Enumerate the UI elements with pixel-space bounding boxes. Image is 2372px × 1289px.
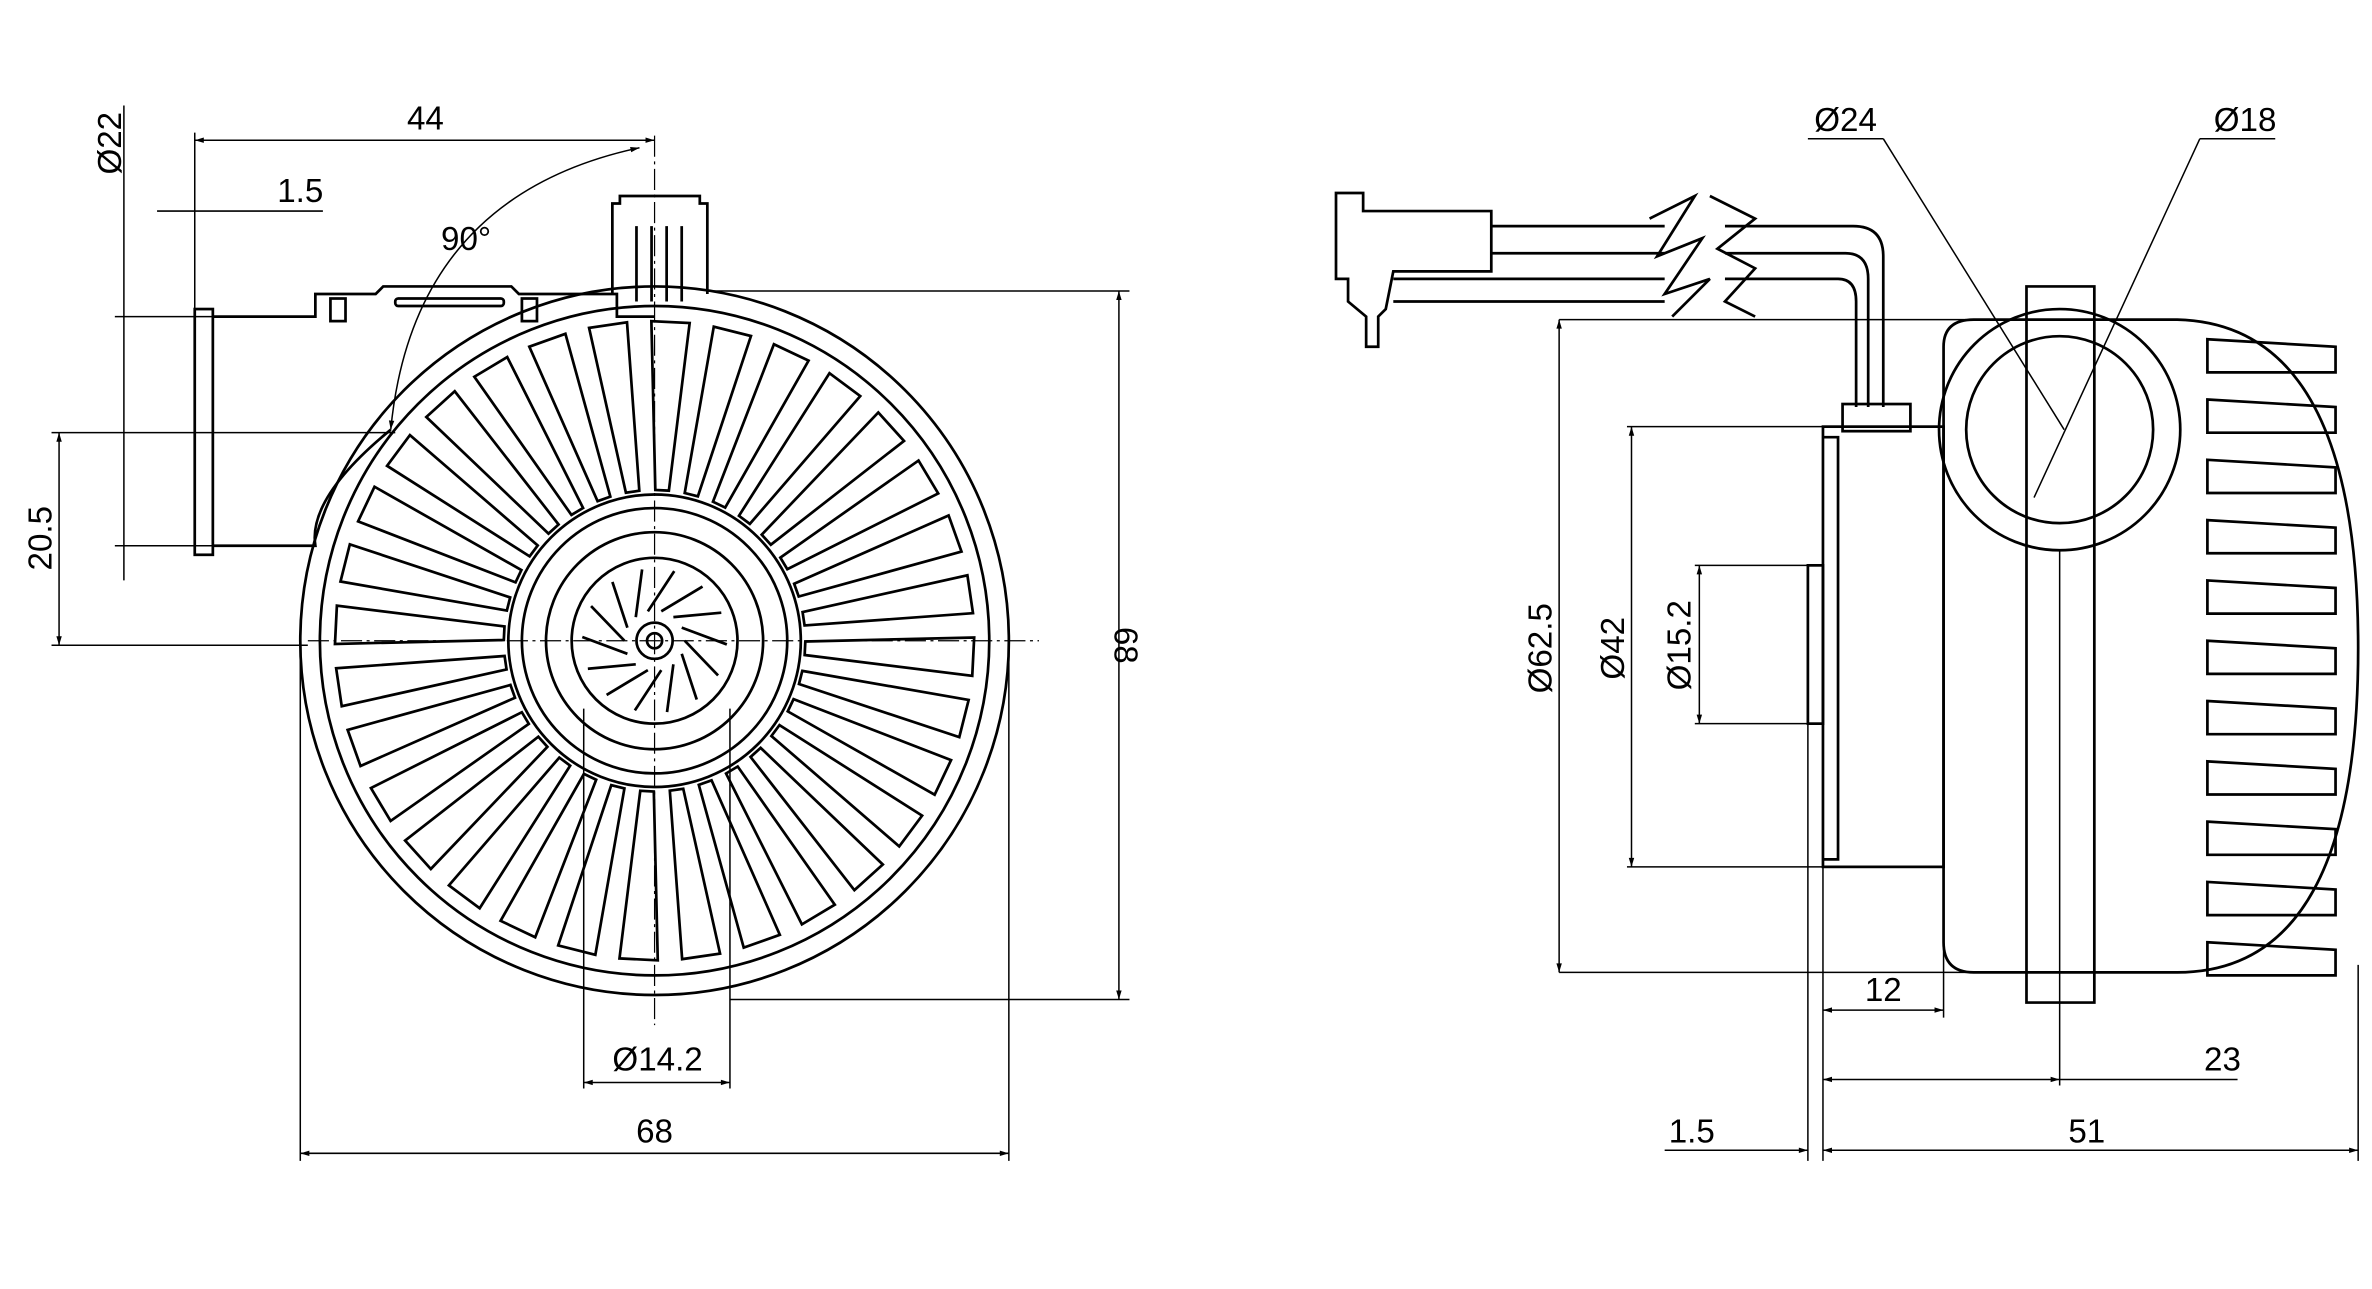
impeller-blade: [446, 755, 573, 911]
motor-body: [1821, 425, 1945, 869]
impeller-blade: [385, 433, 540, 559]
wires-left: [1393, 224, 1665, 303]
housing-fin: [2206, 458, 2337, 495]
inner-blade: [581, 635, 628, 656]
dim-label-68-v: 68: [1106, 627, 1143, 664]
dim-label-d18: Ø18: [2214, 102, 2277, 139]
impeller-blade: [527, 332, 612, 503]
connector-pins: [635, 226, 684, 302]
wire-grommet: [1841, 402, 1912, 433]
dim-label-1-5: 1.5: [277, 173, 323, 210]
impeller-blade: [668, 787, 722, 961]
dim-label-d62-5: Ø62.5: [1523, 603, 1560, 693]
inner-blade: [680, 653, 699, 700]
dim-label-d14-2: Ø14.2: [612, 1041, 702, 1078]
housing-fin: [2206, 940, 2337, 977]
leader-d18: [2033, 138, 2201, 498]
housing-fin: [2206, 639, 2337, 676]
angle-arc: [388, 146, 640, 430]
outlet-inner: [1964, 334, 2155, 525]
impeller-blade: [792, 513, 964, 599]
housing-fin: [2206, 699, 2337, 736]
leader-d24: [1882, 138, 2065, 431]
dim-label-d24: Ø24: [1814, 102, 1877, 139]
motor-flange: [1822, 435, 1840, 861]
impeller-blade: [785, 697, 953, 797]
inner-blade: [590, 605, 626, 642]
impeller-blade: [697, 778, 782, 950]
dim-label-44: 44: [407, 101, 444, 138]
impeller-blade: [797, 669, 971, 739]
inner-blade: [587, 662, 636, 671]
impeller-blade: [403, 734, 550, 871]
shaft-boss: [1806, 563, 1825, 726]
wire-connector: [1334, 191, 1493, 349]
impeller-blade: [748, 746, 885, 893]
impeller-blade: [587, 320, 641, 495]
impeller-blade: [759, 410, 906, 547]
housing-fin: [2206, 759, 2337, 796]
inlet-ring: [570, 556, 739, 726]
impeller-blade: [556, 783, 626, 957]
housing-fin: [2206, 880, 2337, 917]
housing-fin: [2206, 518, 2337, 555]
wire-break-symbol: [1648, 192, 1758, 318]
inner-blade: [683, 639, 720, 677]
impeller-blade: [424, 389, 561, 536]
impeller-blade: [338, 542, 512, 613]
impeller-blade: [356, 484, 524, 585]
dim-label-20-5: 20.5: [23, 506, 60, 571]
housing-fin: [2206, 398, 2337, 435]
impeller-blade: [737, 371, 863, 526]
dim-label-51: 51: [2068, 1114, 2105, 1151]
impeller-blade: [769, 723, 925, 849]
inner-blade: [673, 611, 722, 619]
inner-blade: [681, 626, 728, 646]
dim-label-d42: Ø42: [1595, 617, 1632, 680]
dim-label-12: 12: [1865, 972, 1902, 1009]
outlet-duct-bottom: [212, 428, 392, 548]
housing-fins: [2206, 337, 2337, 977]
outlet-outer: [1937, 307, 2182, 552]
dim-label-68-h: 68: [636, 1114, 673, 1151]
impeller-blade: [498, 772, 598, 940]
housing-side: [1942, 318, 2360, 974]
housing-rib: [2025, 285, 2096, 1004]
inner-blade: [611, 581, 629, 629]
connector: [611, 194, 709, 294]
dim-label-d15-2: Ø15.2: [1661, 600, 1698, 690]
dim-label-90: 90°: [441, 221, 491, 258]
wires-right: [1724, 224, 1885, 408]
impeller-blade: [345, 683, 517, 768]
inner-blade: [634, 569, 644, 618]
impeller-blade: [683, 324, 753, 498]
side-view: Ø24 Ø18 Ø62.5 Ø42 Ø15.2 12 23 1.5 51: [1334, 102, 2360, 1161]
impeller-blades: [333, 319, 976, 962]
slot: [393, 297, 506, 308]
clip: [329, 297, 347, 323]
impeller-blade: [369, 710, 531, 823]
inner-blade: [660, 585, 704, 613]
impeller-blade: [649, 319, 692, 493]
inner-blade: [605, 668, 649, 697]
impeller-blade: [803, 636, 976, 678]
dim-label-d22: Ø22: [92, 112, 129, 175]
inner-blade: [665, 664, 675, 713]
housing-fin: [2206, 820, 2337, 857]
impeller-blade: [711, 342, 811, 510]
impeller-blade: [778, 458, 941, 572]
inner-blade: [646, 570, 676, 613]
dim-label-23: 23: [2204, 1041, 2241, 1078]
front-view: 44 1.5 Ø22 20.5 90° 68 Ø14.2 68: [23, 101, 1143, 1161]
dim-label-1-5-side: 1.5: [1669, 1114, 1715, 1151]
housing-fin: [2206, 578, 2337, 615]
impeller-blade: [801, 573, 975, 627]
housing-fin: [2206, 337, 2337, 374]
impeller-blade: [617, 789, 660, 962]
impeller-blade: [334, 654, 509, 708]
inner-fan-blades: [581, 569, 728, 713]
inner-blade: [633, 669, 663, 712]
impeller-blade: [333, 604, 506, 646]
